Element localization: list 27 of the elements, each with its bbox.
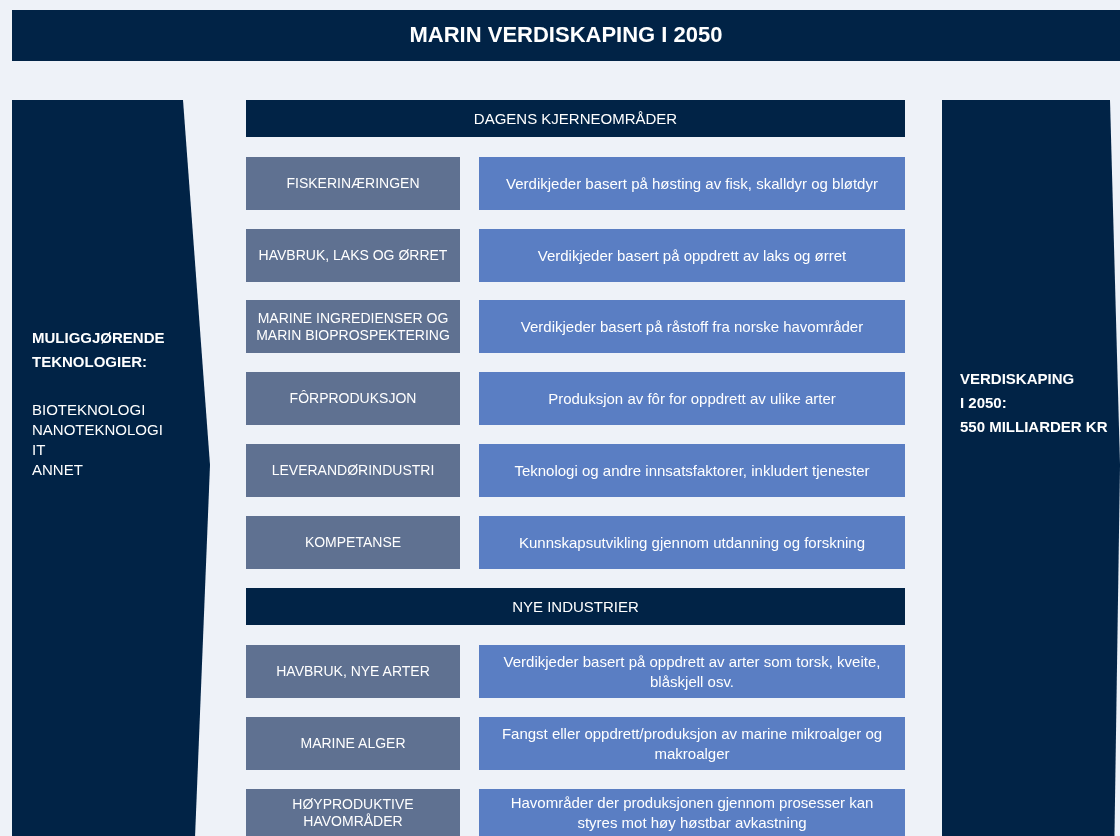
description-box: Havområder der produksjonen gjennom prosesser kan styres mot høy høstbar avkastning: [479, 789, 905, 836]
category-box: MARINE INGREDIENSER OG MARIN BIOPROSPEKTERING: [246, 300, 460, 353]
description-box: Fangst eller oppdrett/produksjon av marine mikroalger og makroalger: [479, 717, 905, 770]
category-box: LEVERANDØRINDUSTRI: [246, 444, 460, 497]
description-box: Verdikjeder basert på oppdrett av arter som torsk, kveite, blåskjell osv.: [479, 645, 905, 698]
section-header: DAGENS KJERNEOMRÅDER: [246, 100, 905, 137]
category-box: MARINE ALGER: [246, 717, 460, 770]
description-box: Verdikjeder basert på høsting av fisk, skalldyr og bløtdyr: [479, 157, 905, 210]
panel-heading: MULIGGJØRENDE TEKNOLOGIER:: [32, 327, 166, 372]
category-box: FISKERINÆRINGEN: [246, 157, 460, 210]
list-item: BIOTEKNOLOGI: [32, 399, 147, 420]
description-box: Kunnskapsutvikling gjennom utdanning og forskning: [479, 516, 905, 569]
list-item: ANNET: [32, 460, 84, 481]
category-box: HAVBRUK, NYE ARTER: [246, 645, 460, 698]
title-banner: MARIN VERDISKAPING I 2050: [12, 10, 1120, 61]
category-box: KOMPETANSE: [246, 516, 460, 569]
description-box: Verdikjeder basert på oppdrett av laks og ørret: [479, 229, 905, 282]
description-box: Teknologi og andre innsatsfaktorer, inkludert tjenester: [479, 444, 905, 497]
category-box: FÔRPRODUKSJON: [246, 372, 460, 425]
category-box: HØYPRODUKTIVE HAVOMRÅDER: [246, 789, 460, 836]
list-item: NANOTEKNOLOGI: [32, 419, 164, 440]
category-box: HAVBRUK, LAKS OG ØRRET: [246, 229, 460, 282]
description-box: Verdikjeder basert på råstoff fra norske havområder: [479, 300, 905, 353]
list-item: IT: [32, 440, 47, 460]
value-text: 550 MILLIARDER KR: [960, 417, 1109, 437]
section-header: NYE INDUSTRIER: [246, 588, 905, 625]
description-box: Produksjon av fôr for oppdrett av ulike arter: [479, 372, 905, 425]
